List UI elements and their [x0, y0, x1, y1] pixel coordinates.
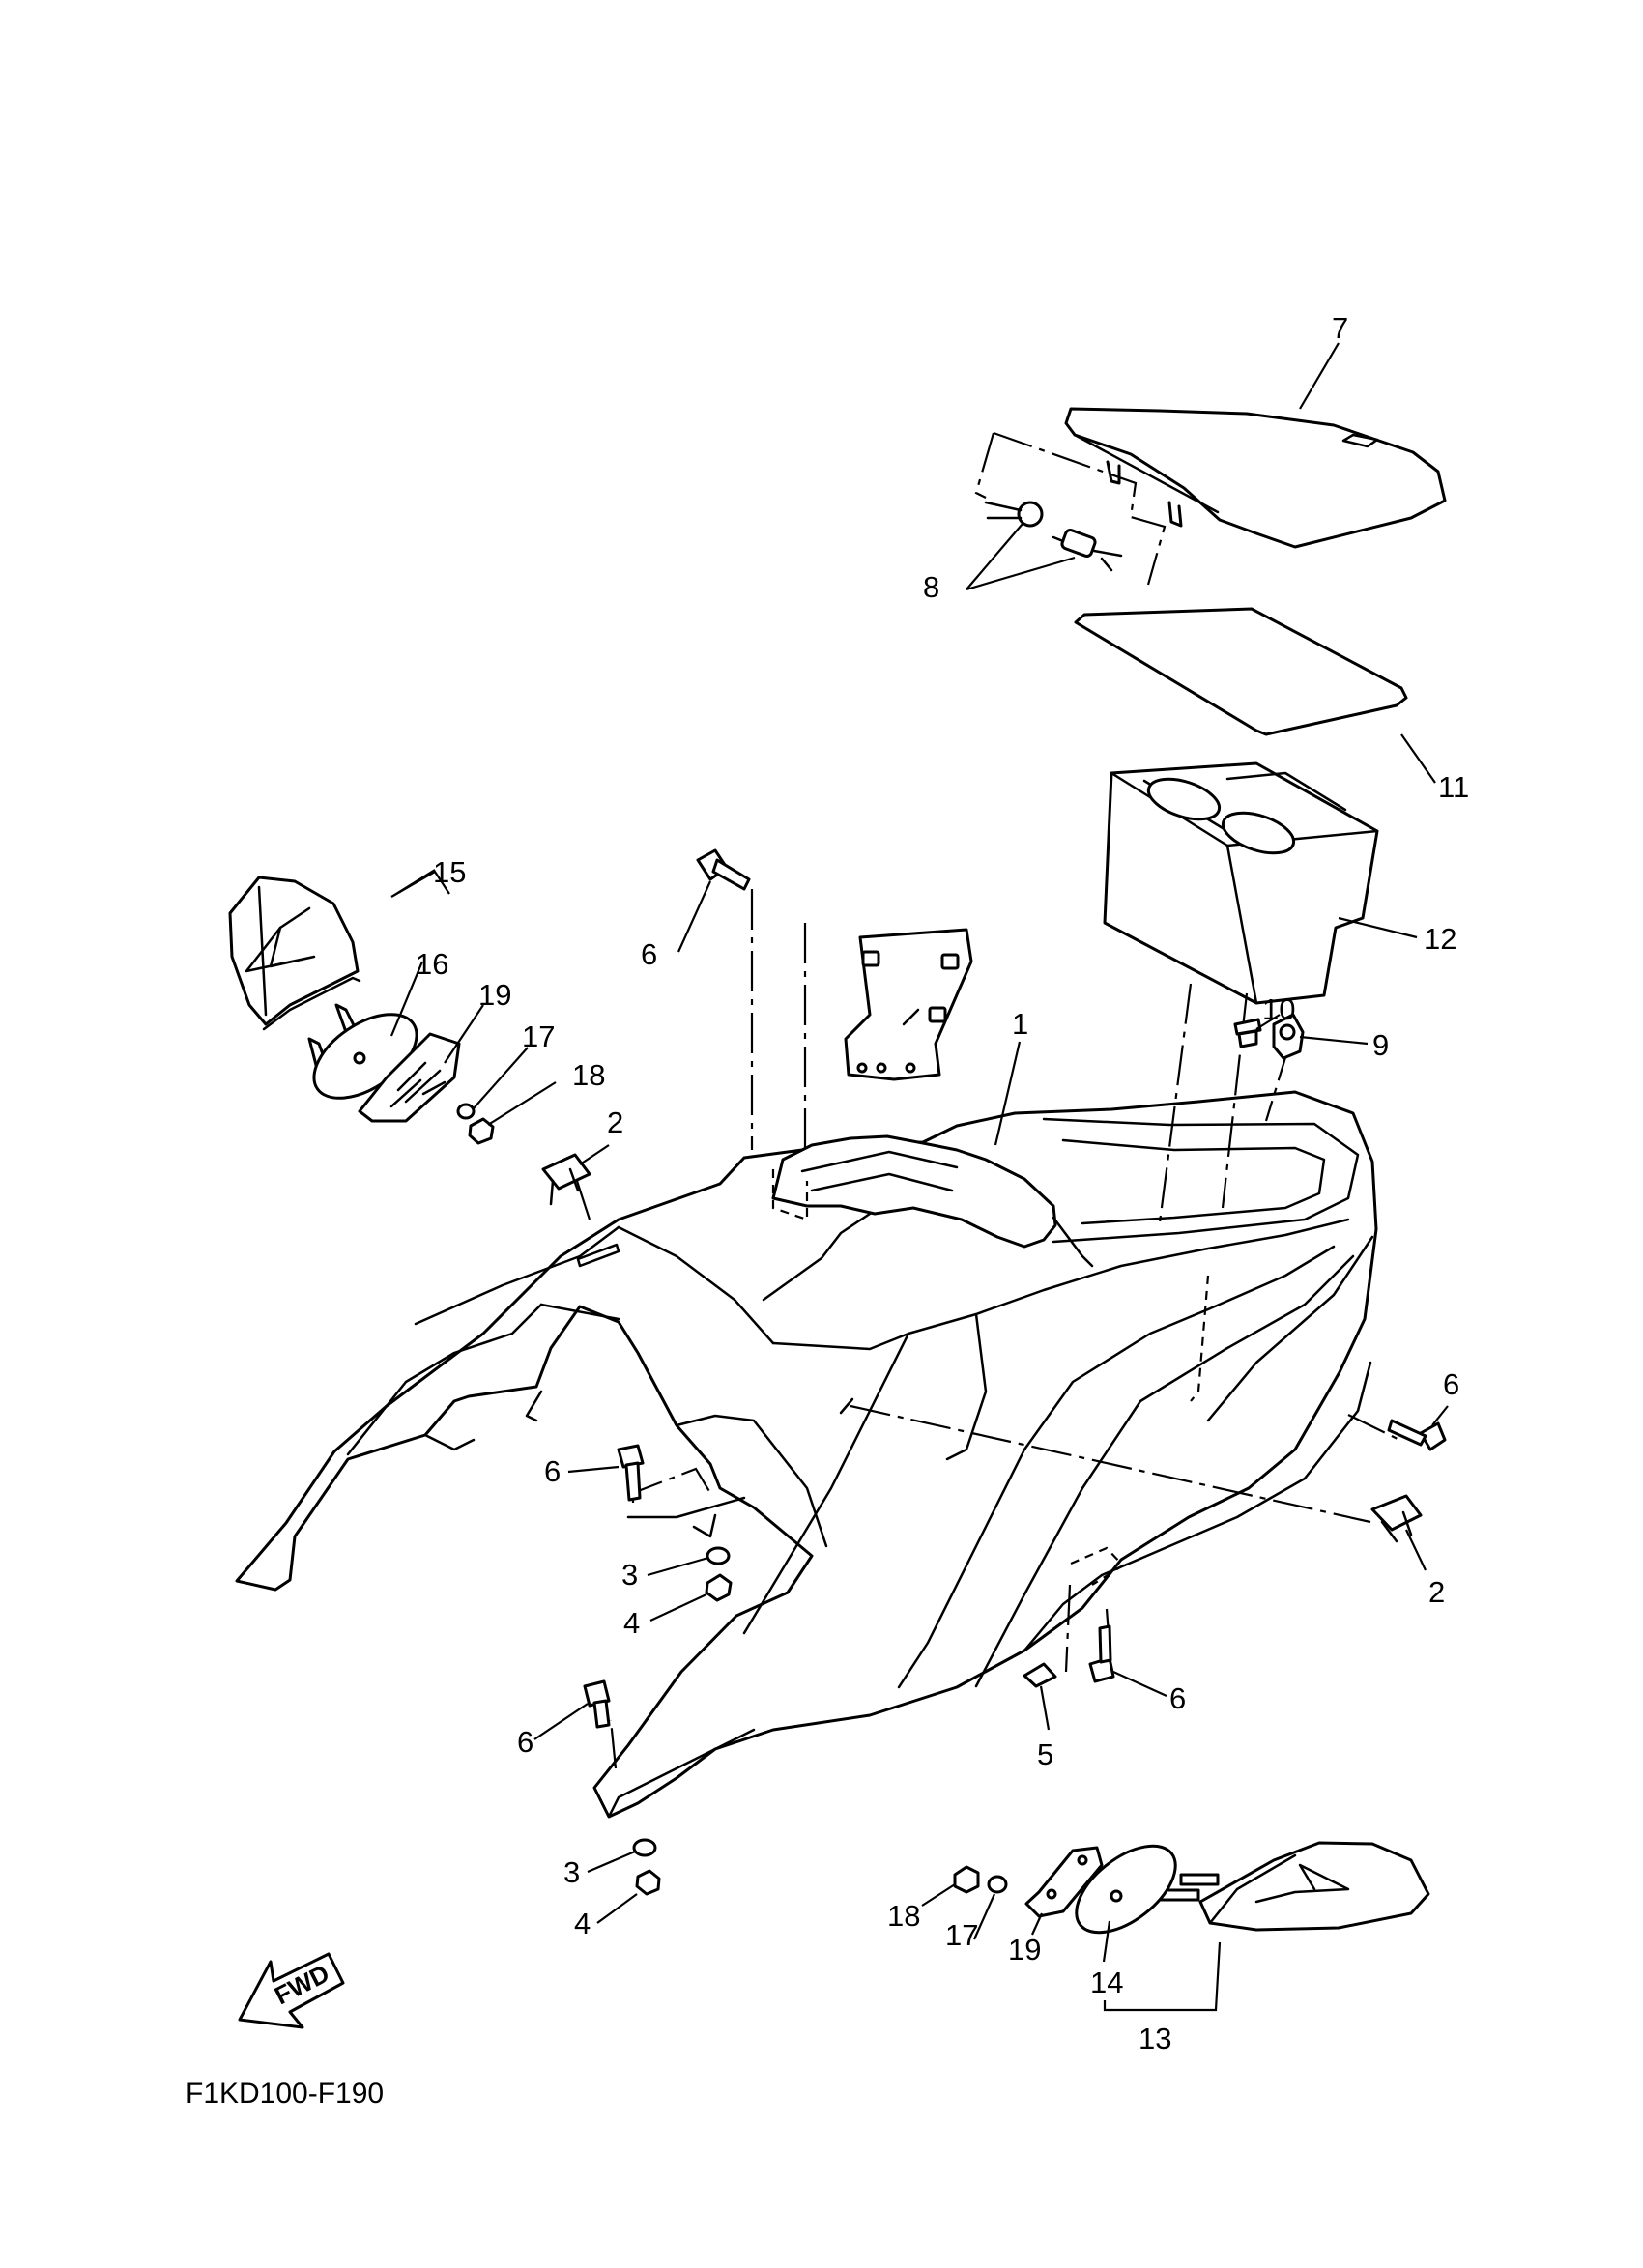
callout-6-lower-right: 6: [1169, 1681, 1186, 1715]
callout-4-bottom: 4: [574, 1907, 591, 1940]
hidden-line-1: [771, 1169, 809, 1221]
callout-5: 5: [1037, 1737, 1053, 1771]
part-18-right-nut[interactable]: [953, 1865, 980, 1894]
callout-3-bottom: 3: [563, 1855, 580, 1889]
callout-2-right: 2: [1428, 1575, 1445, 1609]
callout-19-left: 19: [478, 978, 511, 1012]
assembly-line-6e: [609, 1719, 618, 1769]
part-11-pad[interactable]: [1074, 607, 1408, 736]
callout-19-right: 19: [1008, 1933, 1041, 1967]
callout-8: 8: [923, 570, 939, 604]
part-17-left-washer[interactable]: [456, 1103, 476, 1120]
callout-6-top: 6: [641, 937, 657, 971]
assembly-line-5: [1064, 1584, 1072, 1673]
callout-6-mid-left: 6: [544, 1454, 561, 1488]
fwd-arrow: FWD: [238, 1952, 345, 2029]
callout-17-right: 17: [945, 1918, 978, 1952]
part-9-latch[interactable]: [1272, 1013, 1305, 1060]
callout-4-mid: 4: [623, 1606, 640, 1640]
part-2-clip-left[interactable]: [541, 1153, 591, 1206]
callout-11: 11: [1438, 770, 1469, 804]
callout-10: 10: [1262, 992, 1295, 1026]
callout-labels: 1 2 2 3 3 4 4 5 6 6 6 6 6 7 8 9 10 11 12…: [416, 311, 1469, 2055]
assembly-line-2b: [850, 1404, 1371, 1524]
callout-18-left: 18: [572, 1058, 605, 1092]
part-5-clip[interactable]: [1023, 1662, 1057, 1688]
assembly-line-6c: [631, 1467, 711, 1503]
callout-6-bottom-left: 6: [517, 1725, 533, 1759]
leader-lines: [389, 342, 1449, 2012]
part-13-right-light[interactable]: [1153, 1841, 1430, 1932]
part-6-bolt-right[interactable]: [1387, 1419, 1447, 1451]
part-7-lid[interactable]: [1064, 407, 1447, 549]
part-4-nut-bottom[interactable]: [635, 1869, 661, 1896]
callout-15: 15: [433, 855, 466, 889]
part-2-clip-right[interactable]: [1370, 1494, 1423, 1543]
part-6-bolt-mid-left[interactable]: [617, 1444, 645, 1502]
callout-17-left: 17: [522, 1019, 555, 1053]
hidden-line-3: [1070, 1546, 1125, 1586]
callout-16: 16: [416, 947, 448, 981]
bracket-plate[interactable]: [844, 928, 973, 1081]
part-3-washer-mid[interactable]: [706, 1546, 731, 1565]
part-8-latch-kit[interactable]: [974, 431, 1167, 586]
part-3-washer-bottom[interactable]: [632, 1838, 657, 1857]
callout-6-right: 6: [1443, 1367, 1459, 1401]
part-6-bolt-top[interactable]: [696, 848, 751, 891]
callout-1: 1: [1012, 1007, 1028, 1041]
part-10-plug[interactable]: [1233, 1018, 1262, 1048]
callout-2-left: 2: [607, 1105, 623, 1139]
callout-9: 9: [1372, 1028, 1389, 1062]
callout-12: 12: [1424, 922, 1456, 956]
part-18-left-nut[interactable]: [468, 1117, 495, 1145]
diagram-code: F1KD100-F190: [186, 2078, 384, 2110]
callout-7: 7: [1332, 311, 1348, 345]
callout-18-right: 18: [887, 1899, 920, 1933]
part-12-storage-box[interactable]: [1103, 761, 1379, 1005]
assembly-line-6b: [1347, 1414, 1400, 1441]
part-19-left-plate[interactable]: [358, 1032, 461, 1123]
assembly-line-12: [1158, 983, 1193, 1223]
part-4-nut-mid[interactable]: [705, 1573, 733, 1602]
callout-13: 13: [1139, 2022, 1171, 2055]
part-6-bolt-lower-right[interactable]: [1088, 1624, 1115, 1683]
callout-14: 14: [1090, 1966, 1123, 1999]
part-19-right-plate[interactable]: [1024, 1846, 1104, 1918]
part-14-right-gasket[interactable]: [1061, 1829, 1191, 1949]
part-17-right-washer[interactable]: [987, 1875, 1008, 1894]
part-1-deck[interactable]: [235, 1090, 1378, 1819]
part-6-bolt-bottom-left[interactable]: [583, 1679, 611, 1729]
assembly-line-2a: [575, 1180, 591, 1220]
callout-3-mid: 3: [621, 1558, 638, 1592]
hidden-line-2: [1190, 1275, 1210, 1402]
